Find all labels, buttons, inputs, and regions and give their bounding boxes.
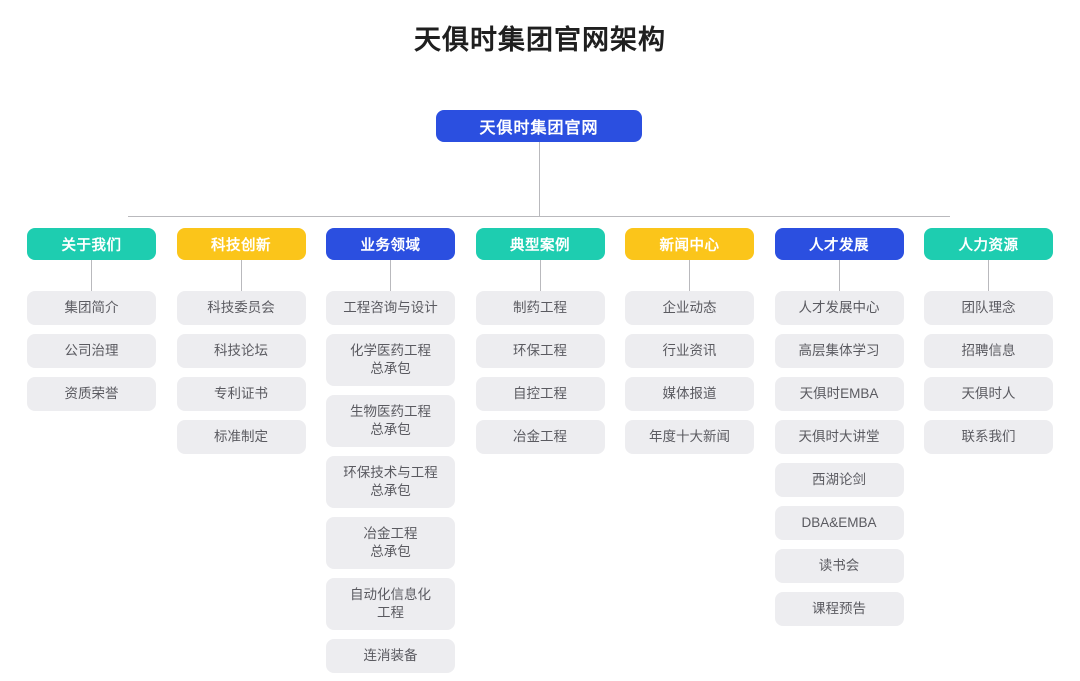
child-item[interactable]: 环保工程	[475, 334, 605, 368]
child-item[interactable]: 集团简介	[27, 291, 156, 325]
column-drop-connector	[390, 260, 391, 291]
child-item[interactable]: 课程预告	[774, 592, 904, 626]
child-item[interactable]: 标准制定	[176, 420, 306, 454]
column-header-4[interactable]: 典型案例	[475, 228, 605, 260]
child-item[interactable]: 人才发展中心	[774, 291, 904, 325]
child-list: 制药工程环保工程自控工程冶金工程	[475, 291, 605, 454]
child-item[interactable]: 制药工程	[475, 291, 605, 325]
child-item[interactable]: 工程咨询与设计	[326, 291, 455, 325]
child-item[interactable]: 化学医药工程 总承包	[326, 334, 455, 386]
column-header-5[interactable]: 新闻中心	[625, 228, 754, 260]
child-item[interactable]: 资质荣誉	[27, 377, 156, 411]
root-vertical-connector	[539, 142, 540, 216]
column-header-7[interactable]: 人力资源	[924, 228, 1053, 260]
child-item[interactable]: 公司治理	[27, 334, 156, 368]
child-item[interactable]: 科技委员会	[176, 291, 306, 325]
column-header-3[interactable]: 业务领域	[326, 228, 455, 260]
column-drop-connector	[240, 260, 242, 291]
child-item[interactable]: 团队理念	[924, 291, 1053, 325]
columns-container: 关于我们集团简介公司治理资质荣誉科技创新科技委员会科技论坛专利证书标准制定业务领…	[27, 228, 1053, 673]
child-item[interactable]: 西湖论剑	[774, 463, 904, 497]
branch-column: 典型案例制药工程环保工程自控工程冶金工程	[475, 228, 605, 454]
child-item[interactable]: 读书会	[774, 549, 904, 583]
horizontal-bus-connector	[128, 216, 950, 217]
child-item[interactable]: 专利证书	[176, 377, 306, 411]
column-drop-connector	[988, 260, 989, 291]
child-item[interactable]: 科技论坛	[176, 334, 306, 368]
column-drop-connector	[689, 260, 690, 291]
child-list: 团队理念招聘信息天俱时人联系我们	[924, 291, 1053, 454]
child-list: 科技委员会科技论坛专利证书标准制定	[176, 291, 306, 454]
branch-column: 业务领域工程咨询与设计化学医药工程 总承包生物医药工程 总承包环保技术与工程 总…	[326, 228, 455, 673]
child-item[interactable]: 联系我们	[924, 420, 1053, 454]
child-item[interactable]: 高层集体学习	[774, 334, 904, 368]
column-header-2[interactable]: 科技创新	[176, 228, 306, 260]
child-item[interactable]: 冶金工程 总承包	[326, 517, 455, 569]
child-item[interactable]: 冶金工程	[475, 420, 605, 454]
child-item[interactable]: 企业动态	[625, 291, 754, 325]
child-item[interactable]: 生物医药工程 总承包	[326, 395, 455, 447]
branch-column: 人才发展人才发展中心高层集体学习天俱时EMBA 天俱时大讲堂西湖论剑 DBA&EMB…	[774, 228, 904, 626]
page-title: 天俱时集团官网架构	[414, 25, 666, 55]
column-header-6[interactable]: 人才发展	[774, 228, 904, 260]
column-drop-connector	[91, 260, 92, 291]
root-node-company-website[interactable]: 天俱时集团官网	[436, 110, 642, 142]
child-item[interactable]: 自动化信息化 工程	[326, 578, 455, 630]
child-item[interactable]: 天俱时大讲堂	[774, 420, 904, 454]
child-item[interactable]: 连消装备	[326, 639, 455, 673]
child-list: 工程咨询与设计化学医药工程 总承包生物医药工程 总承包环保技术与工程 总承包冶金…	[326, 291, 455, 673]
child-item[interactable]: DBA&EMBA	[774, 506, 904, 540]
child-list: 人才发展中心高层集体学习天俱时EMBA 天俱时大讲堂西湖论剑 DBA&EMBA 读书会…	[774, 291, 904, 626]
branch-column: 关于我们集团简介公司治理资质荣誉	[27, 228, 156, 411]
branch-column: 新闻中心企业动态行业资讯媒体报道年度十大新闻	[625, 228, 754, 454]
column-drop-connector	[539, 260, 541, 291]
child-item[interactable]: 媒体报道	[625, 377, 754, 411]
child-list: 集团简介公司治理资质荣誉	[27, 291, 156, 411]
child-item[interactable]: 天俱时EMBA	[774, 377, 904, 411]
child-item[interactable]: 招聘信息	[924, 334, 1053, 368]
child-item[interactable]: 行业资讯	[625, 334, 754, 368]
branch-column: 科技创新科技委员会科技论坛专利证书标准制定	[176, 228, 306, 454]
child-item[interactable]: 环保技术与工程 总承包	[326, 456, 455, 508]
child-item[interactable]: 天俱时人	[924, 377, 1053, 411]
branch-column: 人力资源团队理念招聘信息天俱时人联系我们	[924, 228, 1053, 454]
child-item[interactable]: 年度十大新闻	[625, 420, 754, 454]
column-drop-connector	[838, 260, 840, 291]
child-item[interactable]: 自控工程	[475, 377, 605, 411]
column-header-1[interactable]: 关于我们	[27, 228, 156, 260]
child-list: 企业动态行业资讯媒体报道年度十大新闻	[625, 291, 754, 454]
